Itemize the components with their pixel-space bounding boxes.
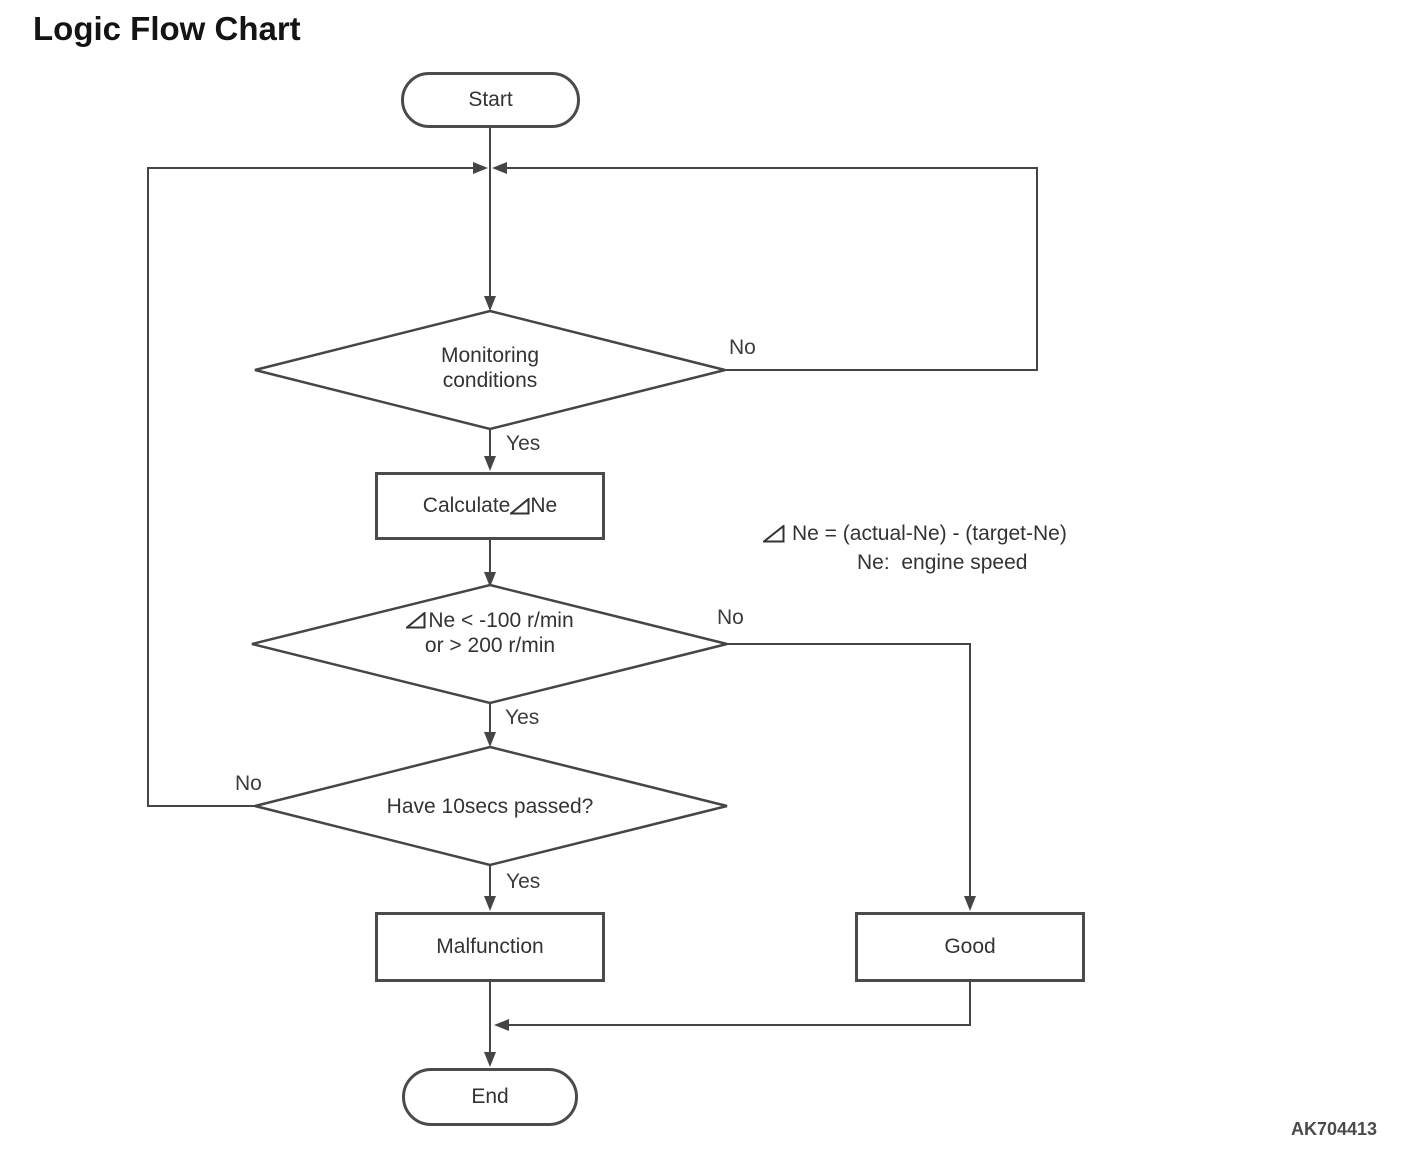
delta-ne-check-diamond [251, 583, 728, 705]
delta-icon [406, 612, 426, 629]
arrowhead-into-delta-check [484, 572, 496, 587]
malfunction-node: Malfunction [375, 912, 605, 982]
start-node: Start [401, 72, 580, 128]
malfunction-label: Malfunction [436, 935, 544, 958]
arrowhead-into-good [964, 896, 976, 911]
edge-timer-no-loop [147, 167, 474, 807]
monitoring-conditions-diamond [254, 309, 726, 431]
arrowhead-into-end [484, 1052, 496, 1067]
calculate-delta-ne-node: Calculate Ne [375, 472, 605, 540]
timer-check-diamond [254, 745, 728, 867]
delta-ne-check-text: Ne < -100 r/min or > 200 r/min [340, 608, 640, 658]
arrowhead-left-loop-junction [473, 162, 488, 174]
good-label: Good [944, 935, 996, 958]
delta-ne-check-condition: Ne < -100 r/min [428, 609, 574, 632]
delta-yes-label: Yes [505, 706, 540, 729]
timer-no-label: No [235, 772, 262, 795]
delta-ne-icon [510, 497, 530, 514]
arrowhead-good-return-junction [494, 1019, 509, 1031]
calculate-delta-ne-label: Calculate Ne [423, 494, 557, 518]
timer-check-text: Have 10secs passed? [340, 794, 640, 819]
monitoring-yes-label: Yes [506, 432, 541, 455]
edge-monitoring-no-loop [506, 167, 1038, 371]
edge-good-return [508, 982, 971, 1026]
edge-delta-no-to-good [727, 643, 971, 908]
start-node-label: Start [468, 88, 513, 111]
page-title: Logic Flow Chart [33, 10, 301, 47]
arrowhead-into-calculate [484, 456, 496, 471]
monitoring-conditions-text: Monitoring conditions [340, 343, 640, 393]
arrowhead-into-malfunction [484, 896, 496, 911]
timer-yes-label: Yes [506, 870, 541, 893]
calculate-label-suffix: Ne [530, 494, 558, 517]
monitoring-conditions-line2: conditions [442, 369, 538, 392]
monitoring-no-label: No [729, 336, 756, 359]
arrowhead-into-monitoring [484, 296, 496, 311]
good-node: Good [855, 912, 1085, 982]
monitoring-conditions-line1: Monitoring [440, 344, 540, 367]
delta-ne-note-line2: Ne: engine speed [857, 551, 1028, 574]
delta-no-label: No [717, 606, 744, 629]
end-node: End [402, 1068, 578, 1126]
calculate-label-prefix: Calculate [422, 494, 511, 517]
delta-ne-note-line1: Ne = (actual-Ne) - (target-Ne) [763, 521, 1067, 547]
delta-ne-check-line2: or > 200 r/min [424, 634, 556, 657]
end-node-label: End [471, 1085, 509, 1108]
delta-ne-note: Ne = (actual-Ne) - (target-Ne) Ne: engin… [763, 521, 1067, 576]
figure-code: AK704413 [1291, 1119, 1378, 1139]
arrowhead-right-loop-junction [492, 162, 507, 174]
delta-ne-check-line1: Ne < -100 r/min [406, 608, 574, 633]
arrowhead-into-timer-check [484, 732, 496, 747]
delta-icon [763, 525, 785, 543]
delta-ne-note-formula: Ne = (actual-Ne) - (target-Ne) [792, 522, 1067, 545]
timer-check-label: Have 10secs passed? [386, 795, 594, 818]
